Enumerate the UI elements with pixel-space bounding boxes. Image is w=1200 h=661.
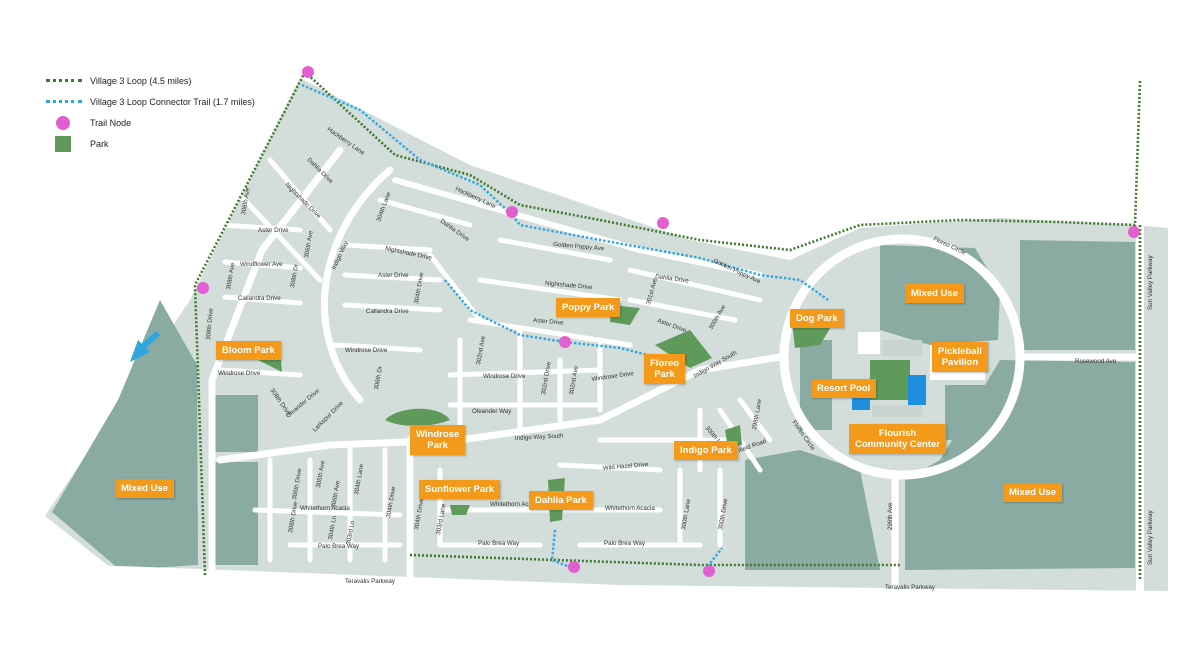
windrose-park-label: Windrose Park (410, 425, 466, 455)
street-label: Teravalis Parkway (345, 578, 396, 585)
street-label: Windrose Drive (345, 347, 388, 354)
street-label: Palo Brea Way (604, 540, 646, 547)
street-label: 308th Dr (289, 264, 300, 289)
mixed-use-top-label: Mixed Use (905, 284, 964, 303)
trail-node (559, 336, 571, 348)
street-label: Nightshade Drive (545, 280, 593, 291)
mixed-use-right-parcel (905, 360, 1135, 570)
community-center-buildings (852, 332, 985, 417)
street-label: 305th Ave (315, 460, 327, 489)
street-label: Teravalis Parkway (885, 584, 936, 591)
legend-item-park: Park (46, 133, 255, 154)
trail-node (302, 66, 314, 78)
street-label: 304th Ln (327, 515, 338, 540)
trail-node (197, 282, 209, 294)
street-label: Sun Valley Parkway (1147, 255, 1154, 310)
street-label: 296th Ave (887, 502, 894, 530)
community-land (45, 78, 1168, 595)
street-label: Wild Hazel Drive (603, 461, 650, 472)
poppy-park-label: Poppy Park (556, 298, 621, 317)
trail-node (703, 565, 715, 577)
street-label: 306th Ave (303, 230, 315, 259)
parcel-southwest-b (212, 462, 258, 565)
street-label: Whitethorn Acacia (605, 505, 655, 512)
street-label: Indigo Way South (515, 432, 564, 442)
street-label: Windflower Ave (240, 261, 283, 268)
floreo-park-green (655, 330, 712, 368)
floreo-park-label: Floreo Park (644, 354, 686, 384)
legend-item-node: Trail Node (46, 112, 255, 133)
mixed-use-right-label: Mixed Use (1003, 483, 1062, 502)
street-label: Palo Brea Way (478, 540, 520, 547)
indigo-park-label: Indigo Park (674, 441, 738, 460)
community-center-label: Flourish Community Center (849, 424, 946, 454)
street-label: Rosewood Ave (1075, 358, 1117, 365)
windrose-park-green (385, 408, 450, 426)
parcel-southwest-a (212, 395, 258, 452)
legend-item-loop: Village 3 Loop (4.5 miles) (46, 70, 255, 91)
legend-label: Village 3 Loop (4.5 miles) (90, 75, 192, 86)
legend-label: Trail Node (90, 117, 132, 128)
resort-pool-label: Resort Pool (811, 379, 877, 398)
park-swatch-icon (55, 135, 71, 152)
trail-node (506, 206, 518, 218)
dahlia-park-label: Dahlia Park (529, 491, 593, 510)
street-label: 306th Ave (240, 187, 252, 216)
legend-label: Village 3 Loop Connector Trail (1.7 mile… (90, 96, 255, 107)
mixed-use-east-parcel (1020, 240, 1135, 350)
trail-nodes (197, 66, 1140, 577)
dotted-line-icon (46, 100, 82, 103)
map-legend: Village 3 Loop (4.5 miles) Village 3 Loo… (46, 70, 255, 154)
trail-node-icon (56, 115, 70, 130)
street-label: Aster Drive (533, 317, 565, 327)
street-label: Windrose Drive (218, 370, 261, 377)
street-label: 308th Drive (205, 307, 215, 340)
street-label: Whitethorn Acacia (490, 501, 540, 508)
street-label: Windrose Drive (483, 373, 526, 380)
street-label: Oleander Way (472, 408, 512, 415)
sunflower-park-label: Sunflower Park (419, 480, 501, 499)
street-label: 306th Ave (330, 480, 342, 509)
legend-item-connector: Village 3 Loop Connector Trail (1.7 mile… (46, 91, 255, 112)
legend-label: Park (90, 138, 109, 149)
sunflower-park-green (450, 505, 470, 515)
street-label: Golden Poppy Ave (553, 241, 605, 252)
street-label: Sun Valley Parkway (1147, 510, 1154, 565)
direction-arrow-icon (130, 330, 161, 362)
street-label: Dahlia Drive (655, 273, 690, 285)
parcel-center-east (945, 385, 985, 440)
street-label: Callandra Drive (366, 308, 409, 315)
parcel-southeast (745, 450, 880, 570)
street-label: 306th Dr (373, 366, 384, 391)
mixed-use-left-parcel (52, 300, 198, 570)
dotted-line-icon (46, 79, 82, 82)
mixed-use-left-label: Mixed Use (115, 479, 174, 498)
pickleball-pavilion-label: Pickleball Pavilion (932, 342, 988, 372)
dog-park-label: Dog Park (790, 309, 844, 328)
street-label: Whitethorn Acacia (300, 505, 350, 512)
street-label: Aster Drive (258, 227, 289, 234)
street-label: 303rd Ln (345, 520, 356, 546)
bloom-park-label: Bloom Park (216, 341, 281, 360)
street-label: Palo Brea Way (318, 543, 360, 550)
trail-node (1128, 226, 1140, 238)
trail-node (568, 561, 580, 573)
street-label: 308th Ave (225, 262, 237, 291)
street-label: Callandra Drive (238, 295, 281, 302)
trail-node (657, 217, 669, 229)
street-label: Aster Drive (378, 272, 409, 279)
